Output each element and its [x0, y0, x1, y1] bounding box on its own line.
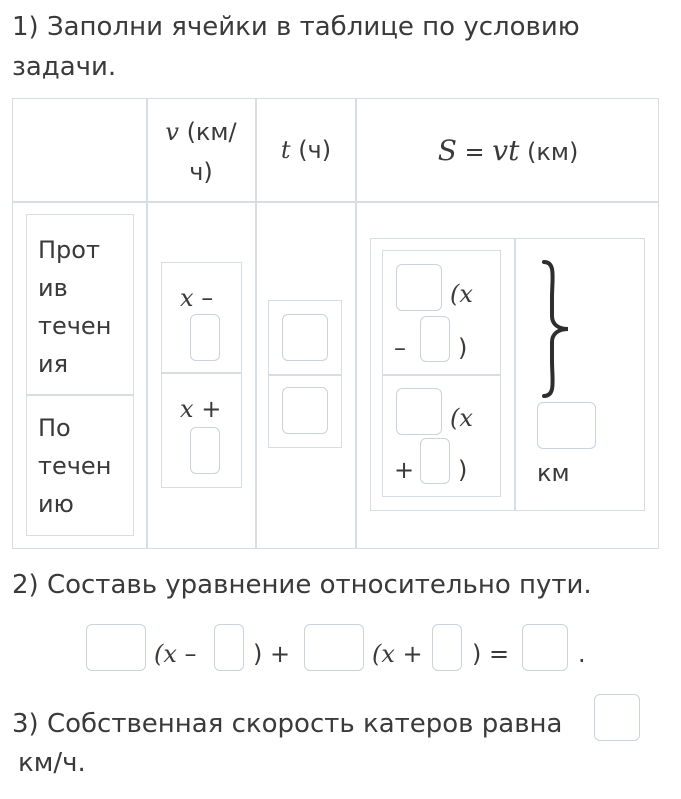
row-label-against-l2: ив	[38, 274, 68, 302]
distance-against-op: –	[394, 334, 406, 362]
speed-against-expr: x –	[180, 284, 213, 312]
row-label-against-l4: ия	[38, 350, 69, 378]
distance-against-open: (x	[450, 280, 473, 308]
header-speed: v (км/	[148, 118, 254, 146]
v-unit-part1: (км/	[186, 118, 237, 146]
speed-against-input[interactable]	[190, 314, 220, 361]
row-labels-frame	[26, 214, 134, 536]
time-cells-divider	[268, 374, 342, 376]
t-symbol: t	[280, 136, 291, 164]
speed-with-x: x	[180, 395, 194, 423]
eq-part3: (x +	[372, 640, 423, 668]
speed-cells-divider	[161, 372, 242, 374]
eq-part2: ) +	[253, 640, 291, 668]
eq-part1: (x –	[154, 640, 197, 668]
header-divider	[12, 201, 659, 203]
eq-part4: ) =	[472, 640, 510, 668]
t-unit: (ч)	[298, 136, 332, 164]
curly-brace-icon	[542, 260, 569, 398]
distance-cells-divider	[382, 374, 501, 376]
distance-cells-frame	[382, 250, 501, 497]
row-label-against-l1: Прот	[38, 236, 100, 264]
speed-with-input[interactable]	[190, 427, 220, 474]
eq-input-1[interactable]	[86, 624, 146, 671]
row-label-against-l3: течен	[38, 312, 112, 340]
header-time: t (ч)	[257, 136, 355, 164]
col-divider-1	[146, 98, 148, 549]
speed-cells-frame	[161, 262, 242, 488]
eq-input-5[interactable]	[522, 624, 568, 671]
distance-with-close: )	[458, 456, 468, 484]
v-symbol: v	[165, 118, 179, 146]
col-divider-2	[255, 98, 257, 549]
task3-line2: км/ч.	[18, 748, 86, 778]
speed-against-op: –	[201, 284, 214, 312]
s-unit: (км)	[526, 138, 579, 166]
total-distance-unit: км	[537, 459, 570, 487]
distance-against-speed-input[interactable]	[420, 316, 450, 362]
eq-input-2[interactable]	[214, 624, 244, 671]
distance-with-op: +	[394, 456, 415, 484]
time-with-input[interactable]	[282, 387, 328, 434]
row-label-with-l3: ию	[38, 490, 74, 518]
task1-title-line1: 1) Заполни ячейки в таблице по условию	[12, 12, 580, 42]
distance-divider-v	[514, 238, 516, 511]
vt-symbol: vt	[492, 134, 520, 167]
distance-frame	[370, 238, 645, 511]
task2-title: 2) Составь уравнение относительно пути.	[12, 570, 592, 600]
task1-title-line2: задачи.	[12, 52, 117, 82]
total-distance-input[interactable]	[537, 402, 596, 449]
table-frame	[12, 98, 659, 549]
col-divider-3	[355, 98, 357, 549]
distance-against-close: )	[458, 334, 468, 362]
header-speed-unit-line2: ч)	[189, 158, 213, 186]
distance-with-time-input[interactable]	[396, 388, 442, 435]
speed-with-expr: x +	[180, 395, 221, 423]
row-label-with-l1: По	[38, 414, 71, 442]
eq-input-3[interactable]	[304, 624, 364, 671]
speed-with-op: +	[201, 395, 222, 423]
s-eq: =	[464, 138, 485, 166]
s-symbol: S	[437, 134, 457, 167]
distance-with-open: (x	[450, 404, 473, 432]
row-labels-divider	[26, 394, 134, 396]
header-distance: S = vt (км)	[357, 134, 659, 167]
eq-input-4[interactable]	[432, 624, 462, 671]
own-speed-input[interactable]	[594, 694, 640, 741]
speed-against-x: x	[180, 284, 194, 312]
distance-against-time-input[interactable]	[396, 264, 442, 311]
distance-with-speed-input[interactable]	[420, 438, 450, 484]
time-against-input[interactable]	[282, 314, 328, 361]
task3-line1: 3) Собственная скорость катеров равна	[12, 709, 563, 739]
eq-end: .	[578, 640, 586, 668]
row-label-with-l2: течен	[38, 452, 112, 480]
